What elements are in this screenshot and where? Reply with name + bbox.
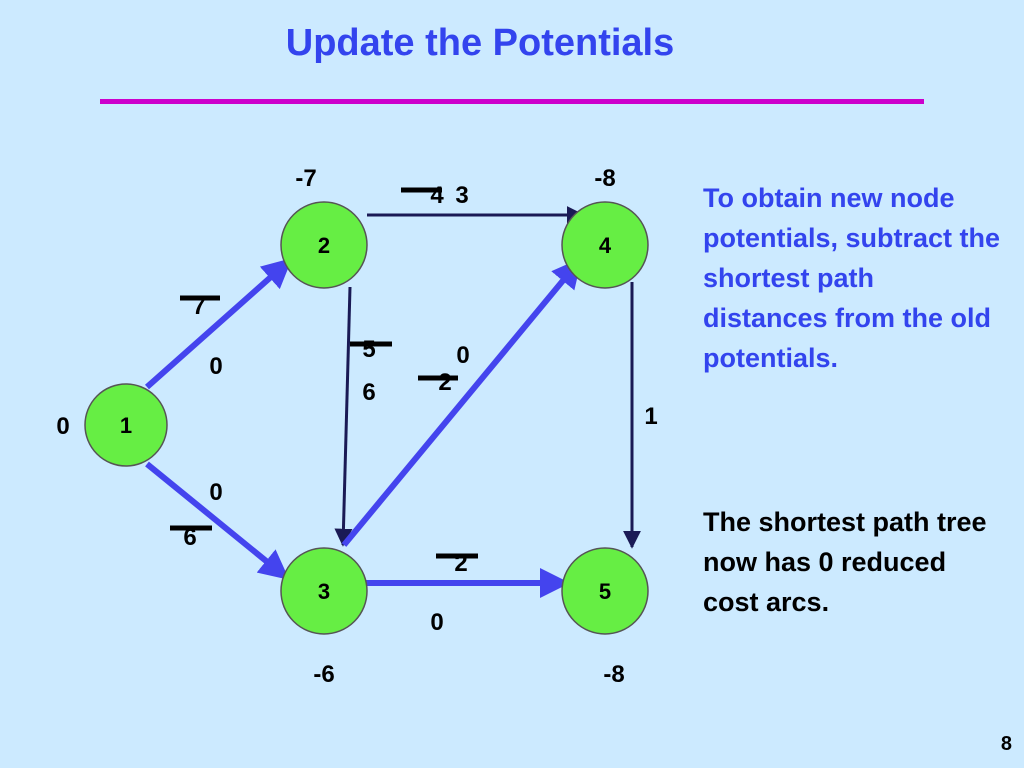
node-2: 2 xyxy=(280,201,368,289)
arc-2-4-old-cost: 4 xyxy=(430,182,444,209)
arc-1-3 xyxy=(145,461,290,581)
svg-text:1: 1 xyxy=(120,413,132,438)
potential-node-2: -7 xyxy=(295,165,316,192)
svg-text:2: 2 xyxy=(318,233,330,258)
conclusion-text: The shortest path tree now has 0 reduced… xyxy=(703,507,987,617)
arc-2-3-new-cost: 6 xyxy=(362,379,375,406)
node-1: 1 xyxy=(84,383,168,467)
slide-title: Update the Potentials xyxy=(285,22,675,64)
arc-3-4-new-cost: 0 xyxy=(456,342,469,369)
potential-node-5: -8 xyxy=(603,661,624,688)
page-number: 8 xyxy=(1000,733,1012,755)
arc-3-5-new-cost: 0 xyxy=(430,609,443,636)
svg-text:4: 4 xyxy=(599,233,612,258)
arc-1-3-old-cost: 6 xyxy=(183,524,196,551)
potential-node-4: -8 xyxy=(594,165,615,192)
node-4: 4 xyxy=(561,201,649,289)
arc-3-4 xyxy=(341,257,583,547)
svg-text:5: 5 xyxy=(599,579,611,604)
arc-3-4-old-cost: 2 xyxy=(438,369,451,396)
svg-text:3: 3 xyxy=(318,579,330,604)
arc-2-3-old-cost: 5 xyxy=(362,336,375,363)
arc-1-3-new-cost: 0 xyxy=(209,479,222,506)
title-divider xyxy=(100,99,924,104)
arc-2-3 xyxy=(334,286,353,547)
potential-node-1: 0 xyxy=(56,413,69,440)
explanation-text: To obtain new node potentials, subtract … xyxy=(703,183,1001,373)
arc-1-2 xyxy=(145,257,293,390)
arc-4-5-cost: 1 xyxy=(644,403,657,430)
node-3: 3 xyxy=(280,547,368,635)
arc-1-2-new-cost: 0 xyxy=(209,353,222,380)
potential-node-3: -6 xyxy=(313,661,334,688)
arc-2-4-new-cost: 3 xyxy=(455,182,468,209)
node-5: 5 xyxy=(561,547,649,635)
